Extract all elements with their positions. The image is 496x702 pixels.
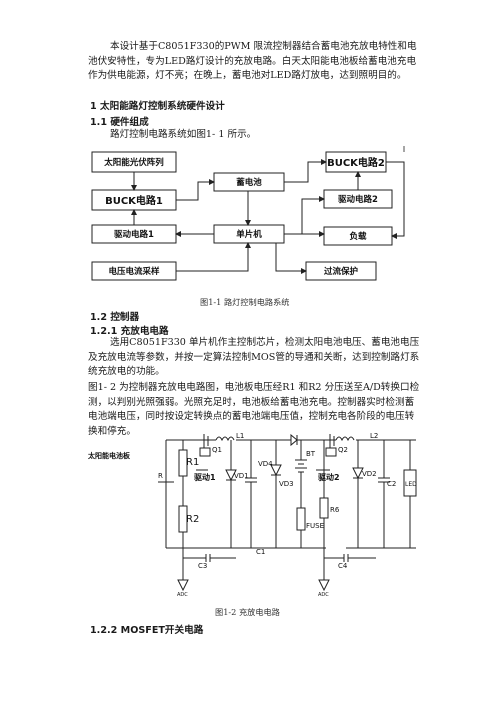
label-drive1: 驱动电路1 <box>114 229 154 240</box>
label-l2: L2 <box>370 432 378 440</box>
resistor-r6 <box>319 497 329 519</box>
label-r1: R1 <box>186 457 199 468</box>
capacitor-c4 <box>323 548 376 580</box>
figure-1-1-caption: 图1-1 路灯控制电路系统 <box>200 297 290 307</box>
label-buck1: BUCK电路1 <box>105 194 163 207</box>
label-mcu: 单片机 <box>236 229 262 240</box>
label-c1: C1 <box>256 548 265 556</box>
paragraph-1-2-1b: 图1- 2 为控制器充放电电路图，电池板电压经R1 和R2 分压送至A/D转换口… <box>88 382 420 437</box>
label-ovp: 过流保护 <box>324 266 359 277</box>
label-c2: C2 <box>387 480 396 488</box>
heading-1-1: 1.1 硬件组成 <box>90 117 149 128</box>
inductor-l2 <box>335 436 355 442</box>
label-led: LED <box>405 481 417 488</box>
paragraph-1-1: 路灯控制电路系统如图1- 1 所示。 <box>110 129 257 140</box>
label-vd1: VD1 <box>234 472 249 480</box>
adc1-arrow <box>177 579 189 592</box>
label-drive2: 驱动电路2 <box>338 194 378 205</box>
capacitor-c2 <box>378 440 390 548</box>
heading-1-2: 1.2 控制器 <box>90 312 140 323</box>
label-vd3: VD3 <box>279 480 294 488</box>
mosfet-q2 <box>329 434 335 448</box>
label-drive1: 驱动1 <box>194 472 216 482</box>
label-fuse: FUSE <box>306 522 324 530</box>
label-solar: 太阳能光伏阵列 <box>103 157 164 168</box>
mosfet-q1 <box>203 434 216 448</box>
diode-vd1 <box>225 440 237 548</box>
label-r6: R6 <box>330 506 340 514</box>
label-q1: Q1 <box>212 446 222 454</box>
label-panel: 太阳能电池板 <box>88 451 131 460</box>
figure-1-2-circuit: 太阳能电池板 R R1 R2 驱动1 Q1 L1 VD1 VD4 VD3 BT … <box>88 432 417 598</box>
label-buck2: BUCK电路2 <box>327 156 385 169</box>
diode-vd2 <box>352 440 364 548</box>
figure-1-1-block-diagram: 太阳能光伏阵列 BUCK电路1 驱动电路1 电压电流采样 蓄电池 单片机 BUC… <box>91 146 405 281</box>
label-l1: L1 <box>236 432 244 440</box>
label-r2: R2 <box>186 514 199 525</box>
label-vd4: VD4 <box>258 460 273 468</box>
label-adc2: ADC <box>318 592 329 598</box>
label-vi-sampling: 电压电流采样 <box>108 266 160 277</box>
diode-top <box>290 433 298 447</box>
label-c3: C3 <box>198 562 207 570</box>
intro-paragraph: 本设计基于C8051F330的PWM 限流控制器结合蓄电池充放电特性和电池伏安特… <box>88 41 417 81</box>
label-r: R <box>158 472 163 480</box>
label-battery: 蓄电池 <box>236 177 262 188</box>
figure-1-2-caption: 图1-2 充放电电路 <box>215 607 280 617</box>
capacitor-c3 <box>182 548 236 580</box>
label-load: 负载 <box>349 231 367 242</box>
diode-vd3 <box>270 440 282 548</box>
heading-1: 1 太阳能路灯控制系统硬件设计 <box>90 101 225 112</box>
inductor-l1 <box>215 436 235 442</box>
label-vd2: VD2 <box>362 470 377 478</box>
label-bt: BT <box>306 450 316 458</box>
paragraph-1-2-1a: 选用C8051F330 单片机作主控制芯片，检测太阳电池电压、蓄电池电压及充放电… <box>88 337 420 377</box>
adc2-arrow <box>318 579 330 592</box>
fuse <box>296 507 306 531</box>
label-drive2: 驱动2 <box>318 472 340 482</box>
label-q2: Q2 <box>338 446 348 454</box>
label-adc1: ADC <box>177 592 188 598</box>
heading-1-2-2: 1.2.2 MOSFET开关电路 <box>90 625 204 636</box>
label-c4: C4 <box>338 562 348 570</box>
battery-bt <box>295 440 307 508</box>
capacitor-c <box>245 440 257 548</box>
heading-1-2-1: 1.2.1 充放电电路 <box>90 326 169 337</box>
